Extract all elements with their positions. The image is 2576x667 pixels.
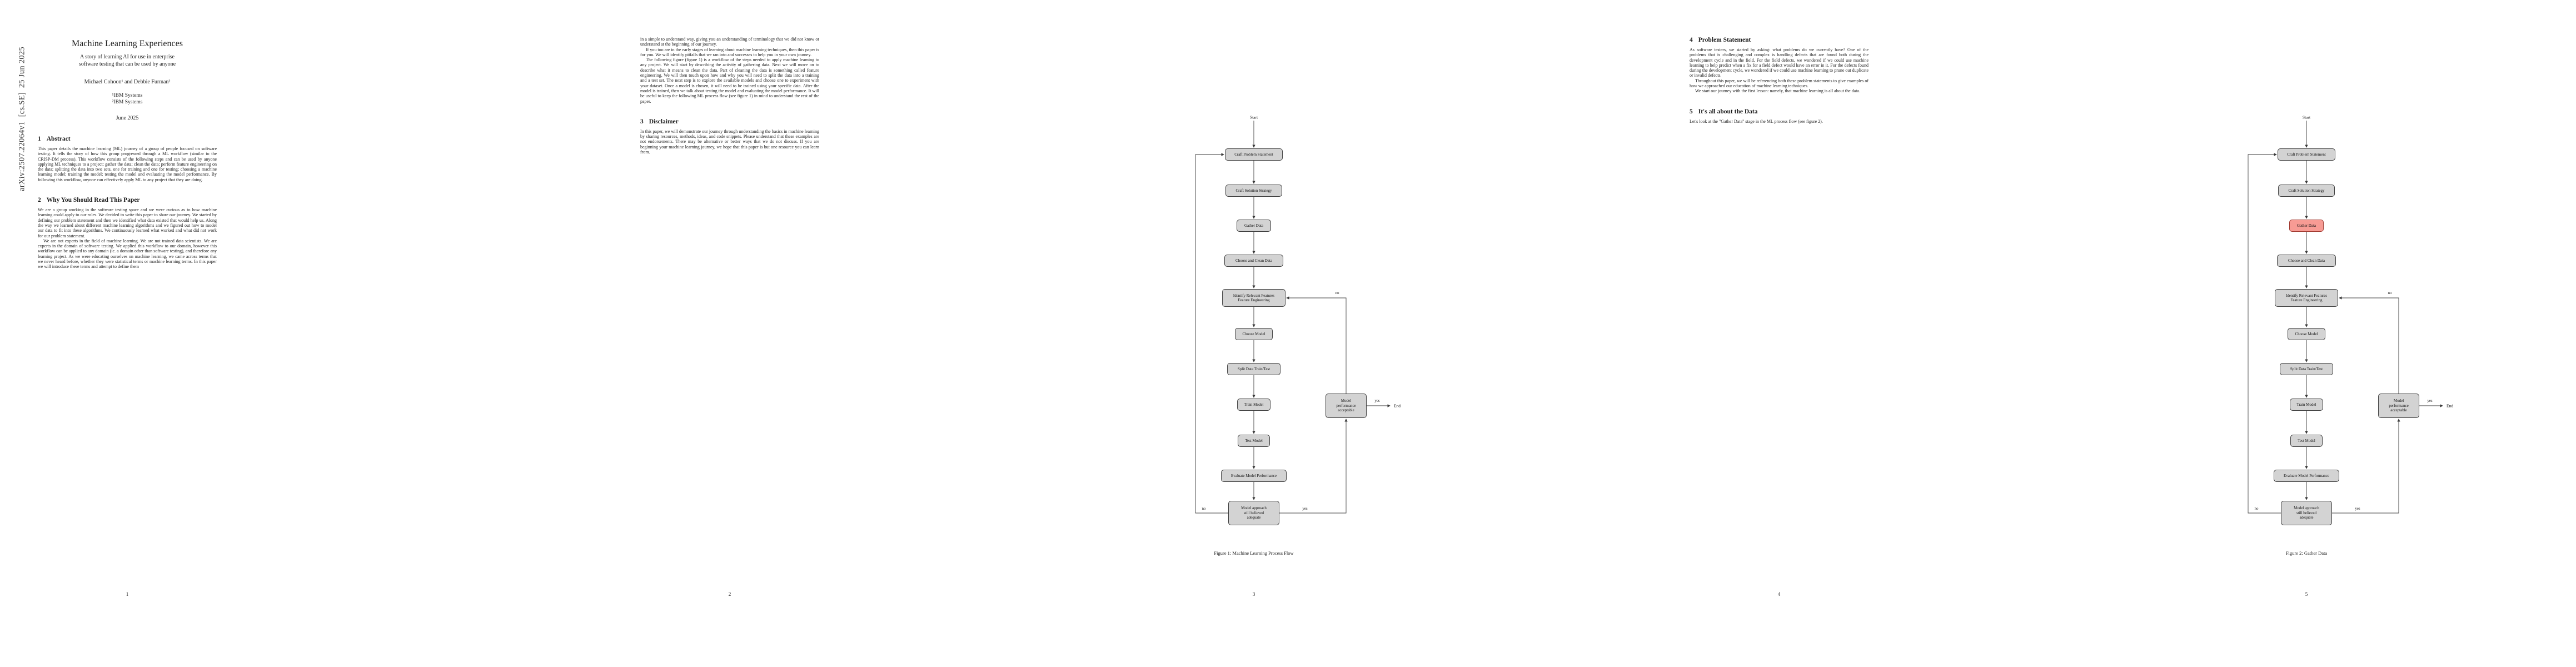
flowchart-node-craft-solution-strategy: Craft Solution Strategy bbox=[2278, 185, 2335, 197]
body-paragraph: We are a group working in the software t… bbox=[38, 207, 217, 238]
section-title: Abstract bbox=[46, 136, 71, 142]
page-number-3: 3 bbox=[1252, 591, 1255, 597]
paper-title: Machine Learning Experiences bbox=[72, 39, 183, 48]
body-paragraph: We start our journey with the first less… bbox=[1695, 88, 1860, 94]
flowchart-node-model-approach-adequate: Model approach still believed adequate bbox=[1228, 501, 1279, 525]
flowchart-node-split-data: Split Data Train/Test bbox=[2280, 363, 2333, 375]
flowchart-node-choose-and-clean-data: Choose and Clean Data bbox=[1224, 255, 1283, 267]
edge-label-yes-end: yes bbox=[2427, 399, 2433, 403]
flowchart-node-split-data: Split Data Train/Test bbox=[1227, 363, 1280, 375]
section-number: 1 bbox=[38, 136, 41, 142]
section-title: It's all about the Data bbox=[1698, 108, 1758, 115]
paper-authors: Michael Cohoon¹ and Debbie Furman² bbox=[84, 79, 171, 85]
arxiv-watermark: arXiv:2507.22064v1 [cs.SE] 25 Jun 2025 bbox=[17, 46, 27, 192]
figure-2-caption: Figure 2: Gather Data bbox=[2285, 550, 2328, 556]
section-title: Disclaimer bbox=[649, 118, 679, 125]
flowchart-edges bbox=[1195, 121, 1391, 514]
page-2-column: in a simple to understand way, giving yo… bbox=[640, 37, 819, 155]
edge-label-no-right: no bbox=[1335, 291, 1339, 295]
flowchart-node-gather-data: Gather Data bbox=[1237, 220, 1271, 232]
flowchart-node-feature-engineering: Identify Relevant Features Feature Engin… bbox=[2275, 289, 2338, 307]
flowchart-node-end: End bbox=[2446, 403, 2454, 409]
page-number-5: 5 bbox=[2305, 591, 2308, 597]
figure-1-caption: Figure 1: Machine Learning Process Flow bbox=[1214, 550, 1294, 556]
affiliation-1: ¹IBM Systems bbox=[112, 93, 143, 98]
flowchart-node-choose-model: Choose Model bbox=[2288, 328, 2325, 340]
flowchart-node-gather-data: Gather Data bbox=[2289, 220, 2324, 232]
flowchart-node-evaluate-model-performance: Evaluate Model Performance bbox=[2274, 470, 2339, 482]
body-paragraph: In this paper, we will demonstrate our j… bbox=[640, 128, 819, 155]
flowchart-node-feature-engineering: Identify Relevant Features Feature Engin… bbox=[1222, 289, 1285, 307]
body-paragraph: As software testers, we started by askin… bbox=[1690, 47, 1869, 78]
body-paragraph: Throughout this paper, we will be refere… bbox=[1690, 78, 1869, 89]
edge-label-yes-bottom: yes bbox=[1302, 506, 1308, 511]
edge-label-no-right: no bbox=[2388, 291, 2392, 295]
flowchart-node-start: Start bbox=[2302, 115, 2311, 120]
section-heading-abstract: 1 Abstract bbox=[38, 136, 217, 142]
figure-2-flowchart: Start Craft Problem Statement Craft Solu… bbox=[2224, 109, 2469, 548]
flowchart-node-craft-problem-statement: Craft Problem Statement bbox=[1225, 148, 1283, 161]
section-number: 3 bbox=[640, 118, 644, 125]
flowchart-node-model-performance-acceptable: Model performance acceptable bbox=[1326, 394, 1367, 418]
page-number-4: 4 bbox=[1777, 591, 1781, 597]
section-number: 4 bbox=[1690, 37, 1693, 43]
body-paragraph: We are not experts in the field of machi… bbox=[38, 238, 217, 270]
edge-label-yes-bottom: yes bbox=[2355, 506, 2360, 511]
flowchart-node-train-model: Train Model bbox=[1237, 399, 1270, 411]
body-paragraph: The following figure (figure 1) is a wor… bbox=[640, 57, 819, 104]
section-heading-problem-statement: 4 Problem Statement bbox=[1690, 37, 1869, 43]
section-number: 5 bbox=[1690, 108, 1693, 115]
flowchart-node-model-performance-acceptable: Model performance acceptable bbox=[2378, 394, 2419, 418]
abstract-paragraph: This paper details the machine learning … bbox=[38, 146, 217, 182]
page-number-2: 2 bbox=[728, 591, 731, 597]
section-title: Why You Should Read This Paper bbox=[46, 197, 140, 204]
flowchart-node-model-approach-adequate: Model approach still believed adequate bbox=[2281, 501, 2332, 525]
flowchart-node-choose-model: Choose Model bbox=[1235, 328, 1273, 340]
paper-date: June 2025 bbox=[116, 115, 139, 121]
section-heading-disclaimer: 3 Disclaimer bbox=[640, 118, 819, 125]
body-paragraph: in a simple to understand way, giving yo… bbox=[640, 37, 819, 47]
flowchart-node-craft-problem-statement: Craft Problem Statement bbox=[2278, 148, 2335, 161]
body-paragraph: If you too are in the early stages of le… bbox=[640, 47, 819, 57]
page-1-column: Machine Learning Experiences A story of … bbox=[38, 39, 217, 270]
flowchart-edges bbox=[2248, 121, 2443, 514]
flowchart-node-end: End bbox=[1393, 403, 1401, 409]
page-number-1: 1 bbox=[126, 591, 129, 597]
section-heading-all-about-data: 5 It's all about the Data bbox=[1690, 108, 1869, 115]
section-number: 2 bbox=[38, 197, 41, 204]
body-paragraph: Let's look at the "Gather Data" stage in… bbox=[1690, 118, 1823, 124]
edge-label-no-left: no bbox=[1202, 506, 1206, 511]
edge-label-yes-end: yes bbox=[1374, 399, 1380, 403]
flowchart-node-train-model: Train Model bbox=[2290, 399, 2323, 411]
edge-label-no-left: no bbox=[2254, 506, 2259, 511]
paper-subtitle: A story of learning AI for use in enterp… bbox=[78, 54, 176, 67]
flowchart-node-craft-solution-strategy: Craft Solution Strategy bbox=[1225, 185, 1282, 197]
flowchart-node-choose-and-clean-data: Choose and Clean Data bbox=[2277, 255, 2336, 267]
flowchart-node-evaluate-model-performance: Evaluate Model Performance bbox=[1221, 470, 1287, 482]
page-4-column: 4 Problem Statement As software testers, … bbox=[1690, 37, 1869, 124]
section-heading-why-read: 2 Why You Should Read This Paper bbox=[38, 197, 217, 203]
flowchart-node-test-model: Test Model bbox=[1238, 435, 1270, 447]
flowchart-node-test-model: Test Model bbox=[2290, 435, 2323, 447]
affiliation-2: ²IBM Systems bbox=[112, 99, 143, 105]
figure-1-flowchart: Start Craft Problem Statement Craft Solu… bbox=[1172, 109, 1416, 548]
section-title: Problem Statement bbox=[1698, 37, 1751, 43]
flowchart-node-start: Start bbox=[1249, 115, 1258, 120]
